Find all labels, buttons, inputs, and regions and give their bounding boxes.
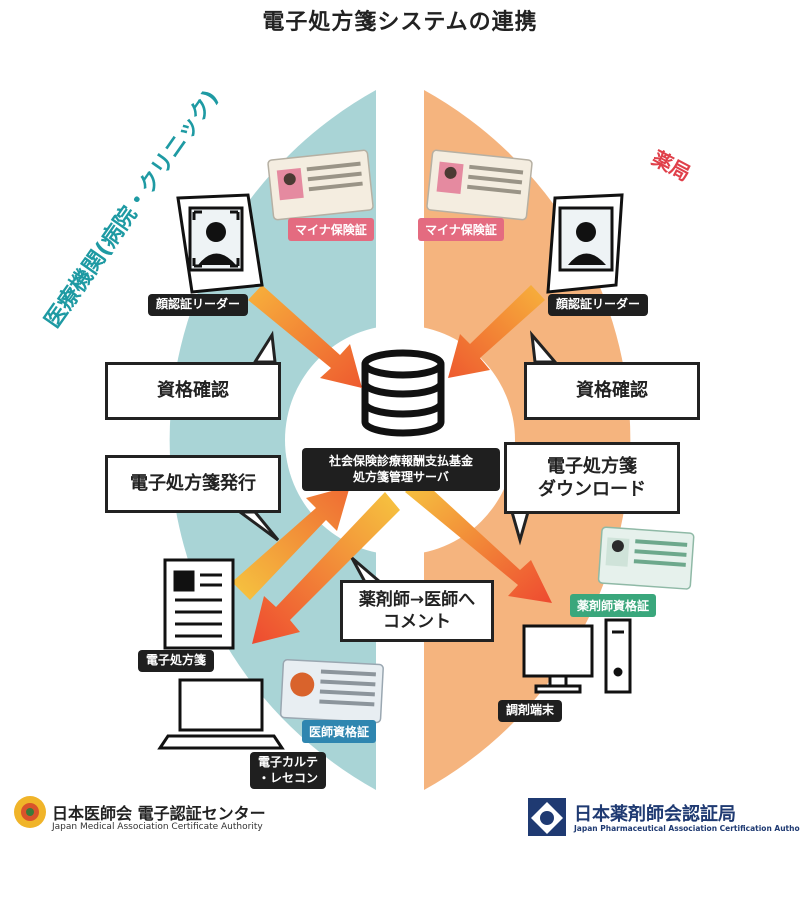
prescription-label: 電子処方箋 xyxy=(138,650,215,672)
verify-text-right: 資格確認 xyxy=(576,380,648,402)
database-icon xyxy=(361,349,445,437)
laptop-icon xyxy=(157,678,285,750)
face-reader-label-left: 顔認証リーダー xyxy=(148,294,249,316)
server-label-2: 処方箋管理サーバ xyxy=(353,469,449,484)
jma-logo-name: 日本医師会 電子認証センター xyxy=(52,804,266,823)
my-card-left xyxy=(267,149,374,221)
issue-text: 電子処方箋発行 xyxy=(130,473,256,495)
face-reader-icon-left xyxy=(176,193,264,294)
page-title: 電子処方箋システムの連携 xyxy=(262,10,538,35)
jpa-logo-icon xyxy=(528,798,566,836)
my-card-label-right: マイナ保険証 xyxy=(418,218,504,241)
my-card-label-left: マイナ保険証 xyxy=(288,218,374,241)
my-card-right xyxy=(426,149,533,221)
doctor-card xyxy=(279,658,384,724)
server-label: 社会保険診療報酬支払基金 処方箋管理サーバ xyxy=(302,448,500,492)
arrow-download xyxy=(405,478,552,603)
jma-logo-icon xyxy=(14,796,46,828)
pharmacist-cert-label: 薬剤師資格証 xyxy=(570,594,657,617)
pharmacist-card xyxy=(597,526,695,590)
arrow-comment-down xyxy=(252,492,400,644)
download-text-1: 電子処方箋 xyxy=(547,455,637,477)
download-text-2: ダウンロード xyxy=(538,479,646,500)
jpa-logo-sub: Japan Pharmaceutical Association Certifi… xyxy=(574,824,800,833)
verify-text-left: 資格確認 xyxy=(157,380,229,402)
verify-callout-right: 資格確認 xyxy=(524,362,700,420)
jpa-logo-name: 日本薬剤師会認証局 xyxy=(574,804,736,825)
arrow-right-verify xyxy=(448,285,545,378)
download-callout: 電子処方箋 ダウンロード xyxy=(504,442,680,514)
face-reader-label-right: 顔認証リーダー xyxy=(548,294,649,316)
doctor-cert-label: 医師資格証 xyxy=(302,720,377,743)
comment-callout: 薬剤師→医師へ コメント xyxy=(340,580,494,642)
arrow-left-verify xyxy=(248,285,362,388)
terminal-label: 調剤端末 xyxy=(498,700,563,722)
ehr-label-2: ・レセコン xyxy=(258,770,319,785)
face-reader-icon-right xyxy=(546,193,624,294)
arrow-issue-up xyxy=(232,486,350,600)
comment-text-2: コメント xyxy=(383,612,451,632)
desktop-terminal-icon xyxy=(522,618,632,694)
comment-text-1: 薬剤師→医師へ xyxy=(358,589,476,610)
jma-logo-sub: Japan Medical Association Certificate Au… xyxy=(52,822,263,832)
issue-callout: 電子処方箋発行 xyxy=(105,455,281,513)
server-label-1: 社会保険診療報酬支払基金 xyxy=(328,454,473,468)
verify-callout-left: 資格確認 xyxy=(105,362,281,420)
prescription-document-icon xyxy=(163,558,235,650)
ehr-label: 電子カルテ ・レセコン xyxy=(250,752,327,790)
ehr-label-1: 電子カルテ xyxy=(258,755,319,769)
reflection-fade xyxy=(0,845,800,898)
